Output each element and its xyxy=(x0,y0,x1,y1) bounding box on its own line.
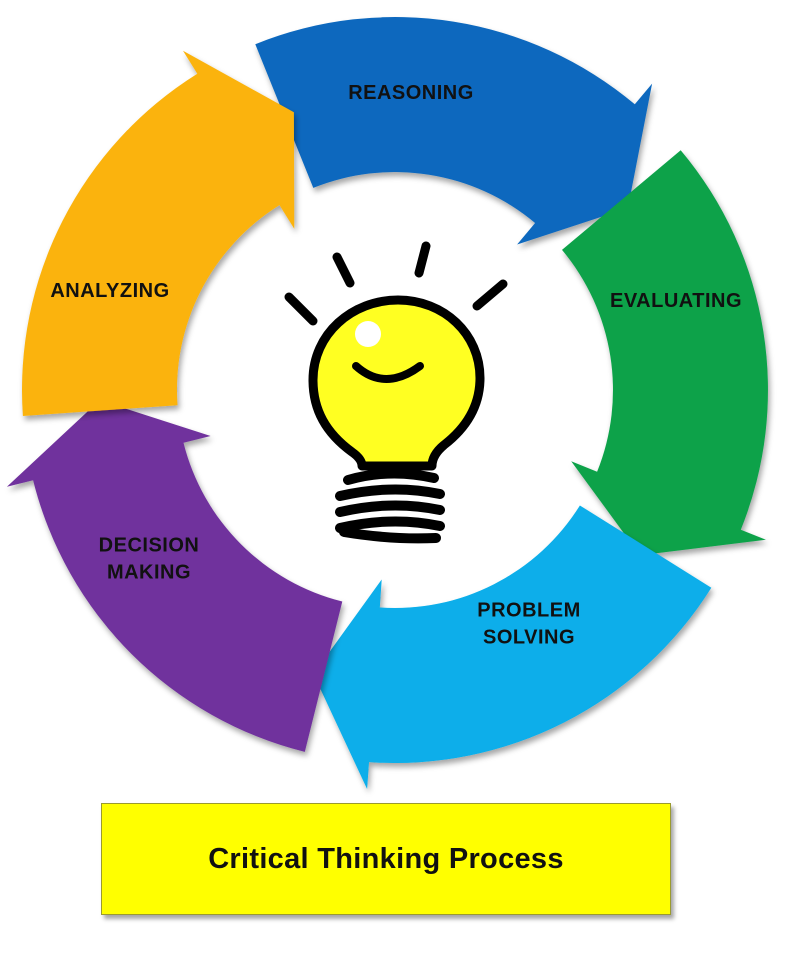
bulb-smile xyxy=(352,362,424,383)
step-label: EVALUATING xyxy=(610,290,742,312)
step-label: REASONING xyxy=(348,82,474,104)
diagram-title: Critical Thinking Process xyxy=(208,842,564,875)
step-label-line: ANALYZING xyxy=(50,280,169,302)
step-label-line: SOLVING xyxy=(483,627,575,649)
step-label-line: EVALUATING xyxy=(610,290,742,312)
cycle-labels: REASONING EVALUATING PROBLEM SOLVING DECISIO… xyxy=(50,82,742,649)
cycle-arrow-3 xyxy=(313,505,712,789)
title-banner: Critical Thinking Process xyxy=(101,803,671,915)
step-label-line: PROBLEM xyxy=(477,600,581,622)
light-ray xyxy=(284,292,318,326)
bulb-coil xyxy=(335,468,445,544)
step-label: PROBLEM SOLVING xyxy=(477,600,581,649)
step-label-line: REASONING xyxy=(348,82,474,104)
bulb-highlight xyxy=(355,321,381,347)
smiling-lightbulb-icon xyxy=(284,241,508,544)
light-ray xyxy=(414,241,431,278)
cycle-arrow-1 xyxy=(255,17,653,245)
cycle-arrow-2 xyxy=(562,150,768,556)
step-label-line: DECISION xyxy=(99,535,200,557)
light-ray xyxy=(472,279,508,311)
step-label: DECISION MAKING xyxy=(99,535,200,584)
cycle-arrow-4 xyxy=(6,400,343,752)
bulb-glass xyxy=(308,295,485,471)
cycle-diagram: REASONING EVALUATING PROBLEM SOLVING DECISIO… xyxy=(6,17,768,789)
step-label-line: MAKING xyxy=(107,562,191,584)
cycle-arrows xyxy=(6,17,768,789)
light-ray xyxy=(332,252,355,288)
step-label: ANALYZING xyxy=(50,280,169,302)
cycle-arrow-5 xyxy=(21,50,295,417)
